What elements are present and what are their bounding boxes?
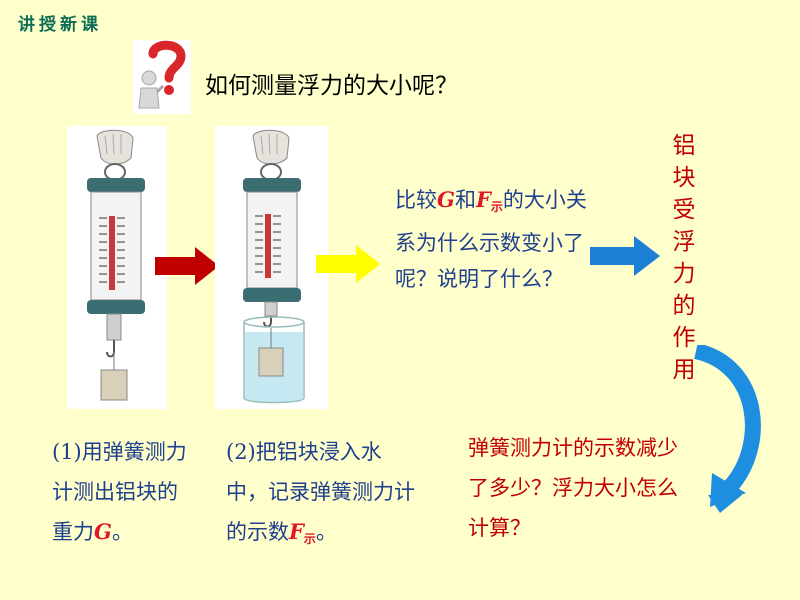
slide-section-tag: 讲授新课: [18, 15, 102, 35]
arrow-right-icon: [155, 247, 219, 285]
spring-scale-in-air-image: [67, 126, 167, 409]
reading-subscript: 示: [303, 532, 316, 546]
question-text: 如何测量浮力的大小呢？: [205, 73, 458, 99]
arrow-right-icon: [316, 245, 380, 283]
reading-symbol: F: [289, 519, 304, 544]
curved-arrow-icon: [690, 345, 770, 515]
text-segment: 。: [111, 520, 133, 544]
buoyancy-conclusion-text: 铝块受浮力的作用: [672, 133, 696, 383]
spring-scale-in-water-image: [215, 126, 328, 409]
arrow-right-icon: [590, 236, 660, 276]
gravity-symbol: G: [437, 187, 455, 212]
question-person-icon: [133, 40, 191, 114]
step-number: (1): [52, 440, 82, 464]
gravity-symbol: G: [94, 519, 112, 544]
text-segment: 把铝块浸入水中，记录弹簧测力计的示数: [226, 440, 415, 544]
text-segment: 和: [454, 188, 476, 212]
text-segment: 用弹簧测力计测出铝块的重力: [52, 440, 187, 544]
reading-subscript: 示: [490, 200, 503, 214]
comparison-question-text: 比较G和F示的大小关系为什么示数变小了呢？说明了什么？: [395, 182, 593, 297]
text-segment: 。: [315, 520, 337, 544]
step-one-text: (1)用弹簧测力计测出铝块的重力G。: [52, 432, 192, 552]
step-two-text: (2)把铝块浸入水中，记录弹簧测力计的示数F示。: [226, 432, 416, 559]
step-number: (2): [226, 440, 256, 464]
reading-symbol: F: [475, 187, 491, 212]
text-segment: 比较: [395, 188, 437, 212]
step-three-text: 弹簧测力计的示数减少了多少？浮力大小怎么计算？: [468, 436, 678, 540]
text-segment: 的大小关系为什么示数变小了呢？说明了什么？: [395, 188, 587, 291]
